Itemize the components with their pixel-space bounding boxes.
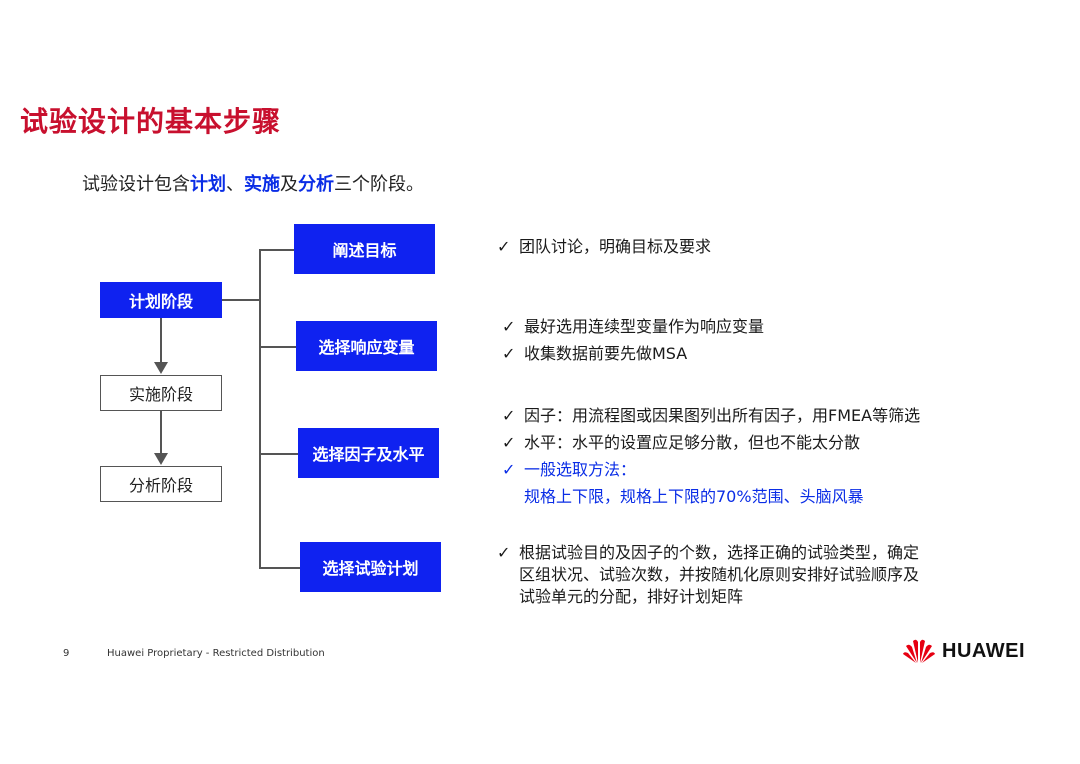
arrow-plan-to-implement-line bbox=[160, 318, 162, 365]
huawei-flower-icon bbox=[903, 639, 935, 663]
check-icon: ✓ bbox=[502, 406, 516, 425]
note-item: ✓收集数据前要先做MSA bbox=[502, 340, 764, 367]
note-plan-line-3: 试验单元的分配，排好计划矩阵 bbox=[519, 587, 744, 606]
check-icon: ✓ bbox=[502, 317, 516, 336]
arrow-down-icon bbox=[154, 453, 168, 465]
note-item: ✓水平：水平的设置应足够分散，但也不能太分散 bbox=[502, 429, 920, 456]
check-icon: ✓ bbox=[502, 460, 516, 479]
note-plan-line-2: 区组状况、试验次数，并按随机化原则安排好试验顺序及 bbox=[519, 565, 920, 584]
connector-plan-to-bracket bbox=[222, 299, 260, 301]
page-number: 9 bbox=[63, 648, 70, 659]
phase-analyze-box: 分析阶段 bbox=[100, 466, 222, 502]
check-icon: ✓ bbox=[502, 344, 516, 363]
intro-sep: 、 bbox=[226, 174, 244, 195]
connector-step-4 bbox=[259, 567, 301, 569]
note-method-detail: 规格上下限，规格上下限的70%范围、头脑风暴 bbox=[524, 487, 864, 506]
footer-text: Huawei Proprietary - Restricted Distribu… bbox=[107, 648, 325, 659]
check-icon: ✓ bbox=[502, 433, 516, 452]
note-item-method: ✓一般选取方法： bbox=[502, 456, 920, 483]
step-select-response: 选择响应变量 bbox=[296, 321, 437, 371]
notes-plan: ✓根据试验目的及因子的个数，选择正确的试验类型，确定 区组状况、试验次数，并按随… bbox=[497, 542, 919, 608]
phase-plan-box: 计划阶段 bbox=[100, 282, 222, 318]
note-item: ✓因子：用流程图或因果图列出所有因子，用FMEA等筛选 bbox=[502, 402, 920, 429]
connector-step-1 bbox=[259, 249, 295, 251]
step-select-plan: 选择试验计划 bbox=[300, 542, 441, 592]
arrow-down-icon bbox=[154, 362, 168, 374]
logo-text: HUAWEI bbox=[942, 639, 1025, 662]
intro-sentence: 试验设计包含计划、实施及分析三个阶段。 bbox=[82, 170, 424, 196]
note-item: ✓团队讨论，明确目标及要求 bbox=[497, 233, 711, 260]
connector-step-2 bbox=[259, 346, 297, 348]
step-state-objective: 阐述目标 bbox=[294, 224, 435, 274]
connector-step-3 bbox=[259, 453, 299, 455]
intro-and: 及 bbox=[280, 174, 298, 195]
intro-implement: 实施 bbox=[244, 174, 280, 195]
huawei-logo: HUAWEI bbox=[902, 638, 1025, 664]
notes-response: ✓最好选用连续型变量作为响应变量 ✓收集数据前要先做MSA bbox=[502, 313, 764, 367]
step-select-factors: 选择因子及水平 bbox=[298, 428, 439, 478]
page-title: 试验设计的基本步骤 bbox=[20, 105, 282, 138]
intro-analyze: 分析 bbox=[298, 174, 334, 195]
arrow-implement-to-analyze-line bbox=[160, 411, 162, 456]
note-item: ✓根据试验目的及因子的个数，选择正确的试验类型，确定 bbox=[497, 543, 920, 562]
check-icon: ✓ bbox=[497, 237, 511, 256]
bracket-vertical-line bbox=[259, 249, 261, 568]
note-item: ✓最好选用连续型变量作为响应变量 bbox=[502, 313, 764, 340]
phase-implement-box: 实施阶段 bbox=[100, 375, 222, 411]
notes-factor: ✓因子：用流程图或因果图列出所有因子，用FMEA等筛选 ✓水平：水平的设置应足够… bbox=[502, 402, 920, 510]
intro-plan: 计划 bbox=[190, 174, 226, 195]
check-icon: ✓ bbox=[497, 543, 511, 562]
notes-goal: ✓团队讨论，明确目标及要求 bbox=[497, 233, 711, 260]
intro-prefix: 试验设计包含 bbox=[82, 174, 190, 195]
intro-suffix: 三个阶段。 bbox=[334, 174, 424, 195]
